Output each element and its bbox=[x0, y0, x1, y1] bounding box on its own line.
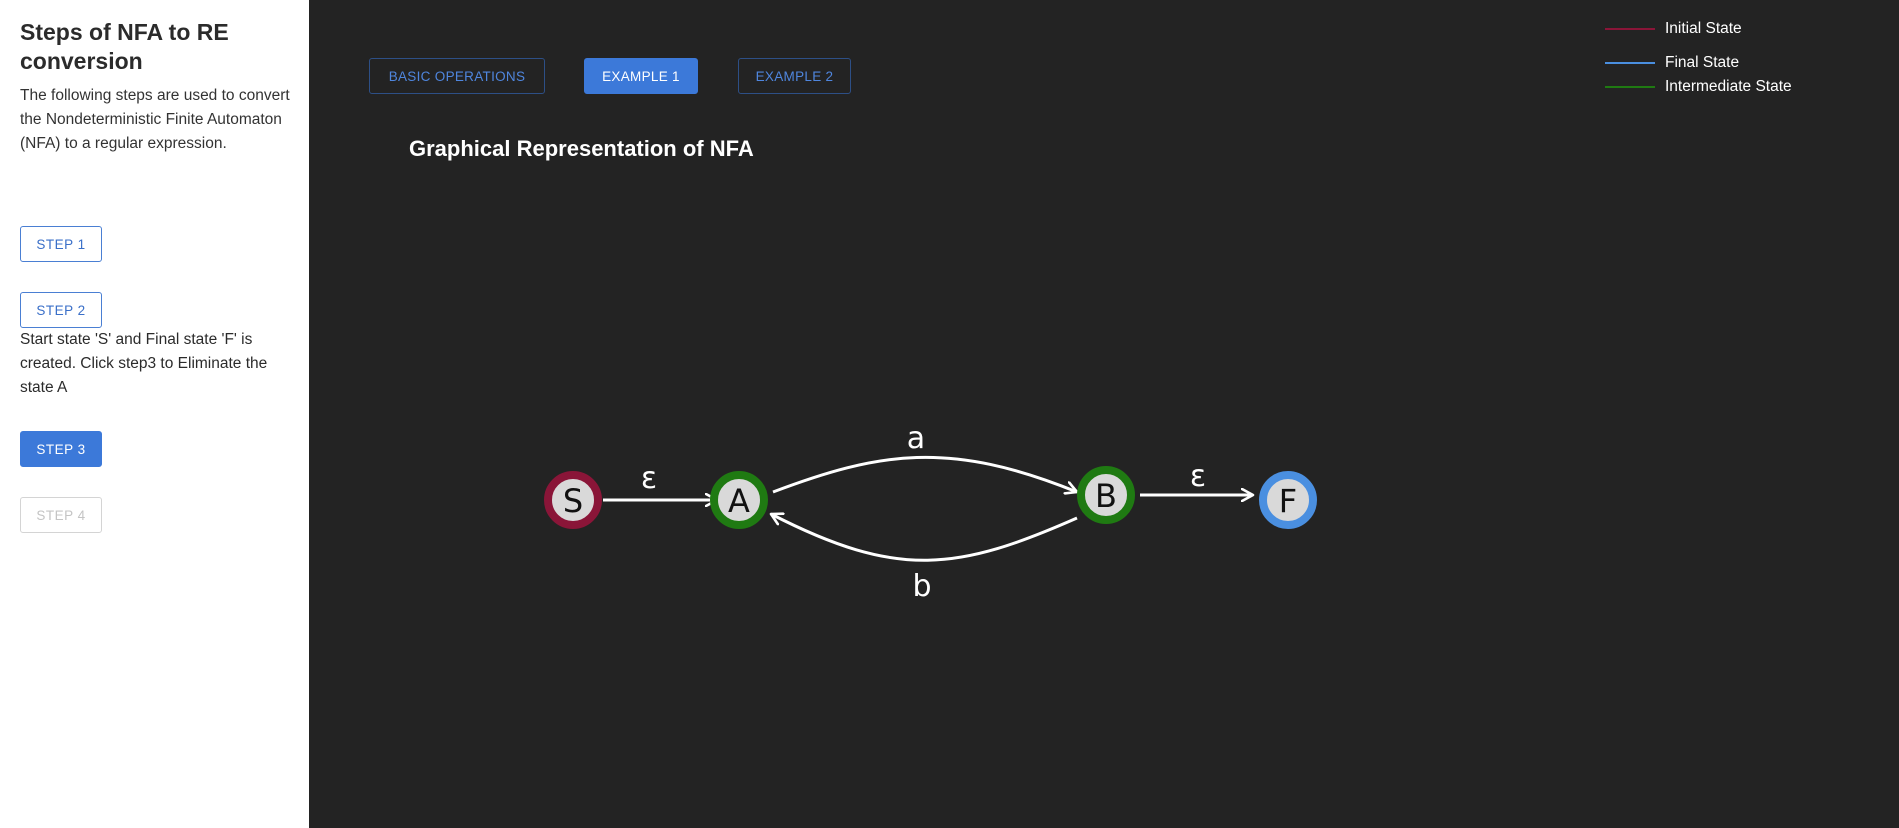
legend-item-final: Final State bbox=[1605, 54, 1739, 72]
edge-a-to-b bbox=[772, 455, 1077, 492]
graph-title: Graphical Representation of NFA bbox=[409, 136, 754, 161]
tab-example-1[interactable]: EXAMPLE 1 bbox=[584, 58, 698, 94]
step-1-button[interactable]: STEP 1 bbox=[20, 226, 102, 262]
step-2-button[interactable]: STEP 2 bbox=[20, 292, 102, 328]
nfa-graph: ε a b ε S A B F bbox=[544, 421, 1317, 604]
tab-example-2[interactable]: EXAMPLE 2 bbox=[738, 58, 851, 94]
edge-label-a-b: a bbox=[907, 421, 925, 456]
state-node-f[interactable]: F bbox=[1259, 471, 1317, 529]
state-label-f: F bbox=[1279, 482, 1297, 520]
state-circle-b bbox=[1077, 466, 1135, 524]
legend-item-intermediate: Intermediate State bbox=[1605, 78, 1792, 96]
tab-basic-operations[interactable]: BASIC OPERATIONS bbox=[369, 58, 545, 94]
sidebar-description: The following steps are used to convert … bbox=[20, 87, 290, 152]
state-circle-a bbox=[710, 471, 768, 529]
edge-label-b-f: ε bbox=[1190, 459, 1206, 494]
state-node-b[interactable]: B bbox=[1077, 466, 1135, 524]
legend-line-intermediate bbox=[1605, 86, 1655, 88]
legend-line-initial bbox=[1605, 28, 1655, 30]
main-panel: BASIC OPERATIONS EXAMPLE 1 EXAMPLE 2 Gra… bbox=[309, 0, 1899, 828]
legend-line-final bbox=[1605, 62, 1655, 64]
sidebar-title: Steps of NFA to RE conversion bbox=[20, 19, 229, 74]
state-circle-s bbox=[544, 471, 602, 529]
legend-item-initial: Initial State bbox=[1605, 20, 1742, 38]
state-node-s[interactable]: S bbox=[544, 471, 602, 529]
state-label-b: B bbox=[1095, 477, 1117, 515]
edge-label-s-a: ε bbox=[641, 461, 657, 496]
legend-label-intermediate: Intermediate State bbox=[1665, 78, 1792, 95]
state-label-a: A bbox=[728, 482, 750, 520]
edge-label-b-a: b bbox=[912, 569, 931, 604]
legend-label-initial: Initial State bbox=[1665, 20, 1742, 37]
step-note: Start state 'S' and Final state 'F' is c… bbox=[20, 331, 268, 396]
edge-b-to-a bbox=[771, 514, 1078, 562]
state-label-s: S bbox=[563, 482, 583, 520]
step-4-button: STEP 4 bbox=[20, 497, 102, 533]
sidebar: Steps of NFA to RE conversion The follow… bbox=[0, 0, 309, 828]
state-node-a[interactable]: A bbox=[710, 471, 768, 529]
legend-label-final: Final State bbox=[1665, 54, 1740, 71]
state-circle-f bbox=[1259, 471, 1317, 529]
step-3-button[interactable]: STEP 3 bbox=[20, 431, 102, 467]
